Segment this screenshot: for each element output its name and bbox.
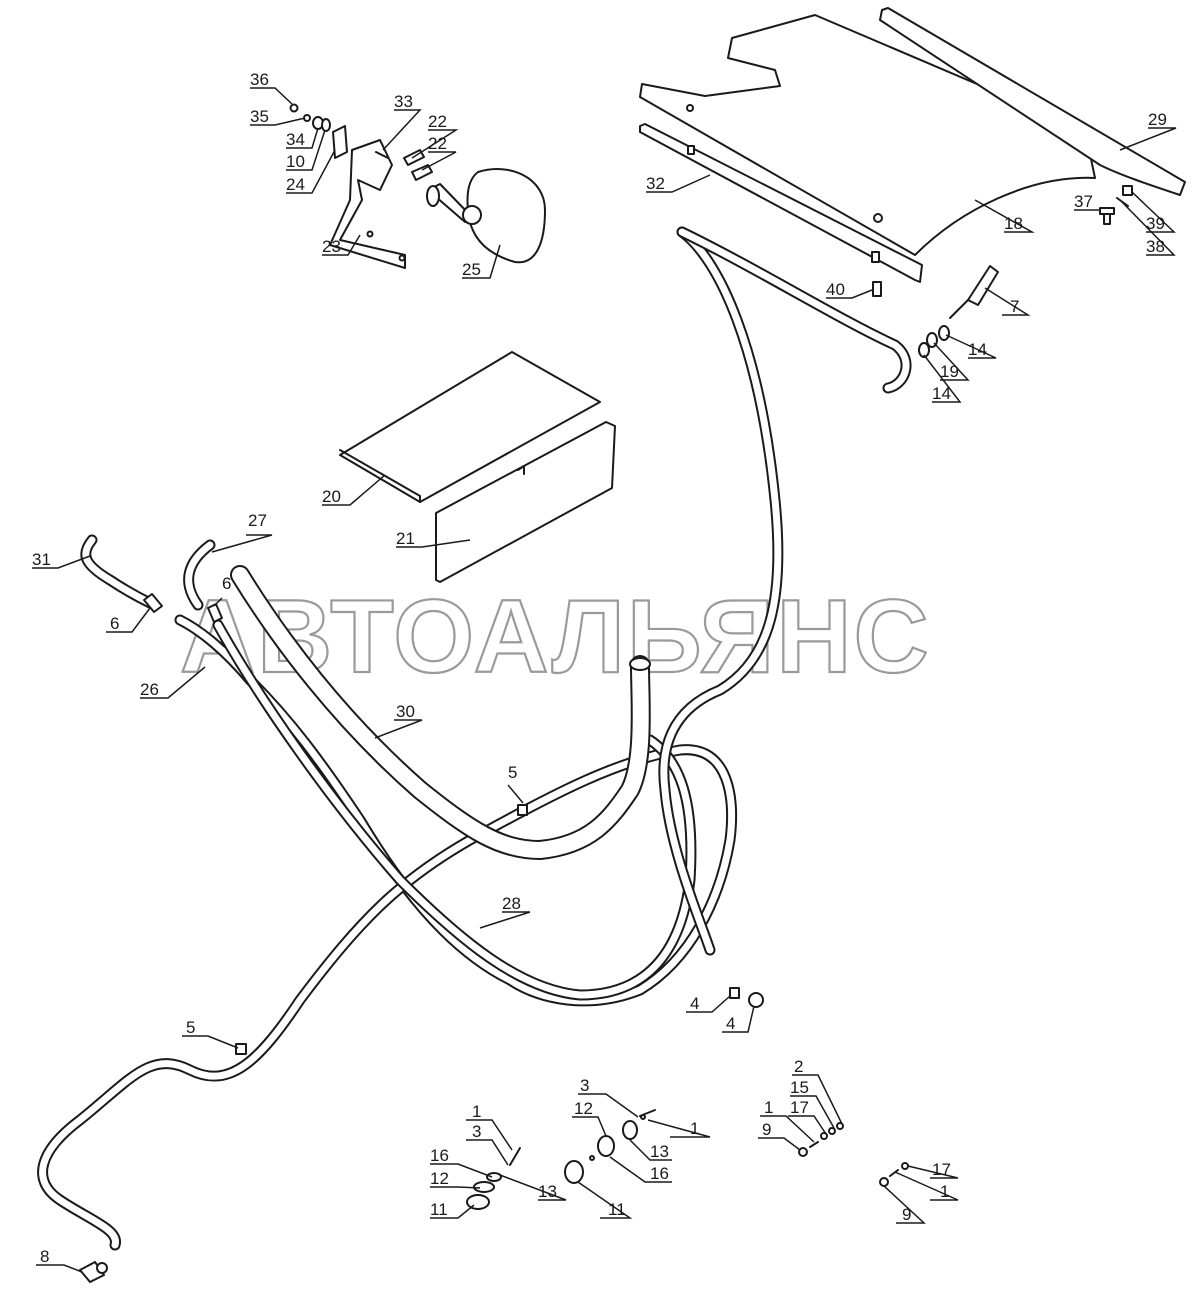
hose-31 [80,534,156,609]
label-22-a: 22 [428,112,447,131]
label-13-a: 13 [650,1142,669,1161]
label-38: 38 [1146,237,1165,256]
leader-lines [32,87,1177,1273]
part-4-parts [729,987,764,1008]
label-28: 28 [502,894,521,913]
label-9-b: 9 [902,1205,911,1224]
label-17-a: 17 [790,1098,809,1117]
label-8: 8 [40,1247,49,1266]
label-21: 21 [396,529,415,548]
part-34-36-nuts [289,103,331,132]
part-21-panel [435,421,616,583]
label-15: 15 [790,1078,809,1097]
label-3-a: 3 [580,1076,589,1095]
label-27: 27 [248,511,267,530]
label-16-b: 16 [430,1146,449,1165]
label-29: 29 [1148,110,1167,129]
label-2: 2 [794,1057,803,1076]
label-4-b: 4 [726,1014,735,1033]
part-37-bolt [1099,207,1115,225]
label-1-d: 1 [940,1182,949,1201]
label-20: 20 [322,487,341,506]
part-23-arm [329,139,406,269]
label-24: 24 [286,175,305,194]
part-24-bracket-plate [332,125,348,159]
part-33-bolt [375,151,389,159]
part-14-19-nuts [918,325,950,358]
label-3-b: 3 [472,1122,481,1141]
label-25: 25 [462,260,481,279]
label-5-b: 5 [186,1018,195,1037]
part-20-panel [339,351,601,503]
part-8-valve [79,1261,108,1283]
part-18-panel [639,14,1096,256]
label-39: 39 [1146,214,1165,233]
fastener-group-mid [564,1109,656,1184]
callout-labels: 36 35 34 10 24 33 22 22 23 25 29 32 18 3… [32,70,1167,1266]
label-18: 18 [1004,214,1023,233]
part-29-strip [879,7,1186,196]
part-6-connector-a [143,593,163,613]
hose-28 [37,614,737,1251]
part-38-39 [1116,185,1133,207]
part-25-mirror [426,168,546,264]
label-32: 32 [646,174,665,193]
label-17-b: 17 [932,1160,951,1179]
label-35: 35 [250,107,269,126]
label-11-a: 11 [608,1200,626,1219]
label-6-b: 6 [110,614,119,633]
label-37: 37 [1074,192,1093,211]
hose-30 [230,565,651,860]
label-33: 33 [394,92,413,111]
label-26: 26 [140,680,159,699]
part-32-rail [639,123,923,283]
label-31: 31 [32,550,51,569]
label-4-a: 4 [690,994,699,1013]
fastener-group-left [466,1147,521,1210]
label-1-b: 1 [472,1102,481,1121]
label-5-a: 5 [508,763,517,782]
label-6-a: 6 [222,574,231,593]
part-5-clip-a [517,804,528,816]
label-1-c: 1 [764,1098,773,1117]
label-22-b: 22 [428,134,447,153]
label-1-a: 1 [690,1119,699,1138]
label-16-a: 16 [650,1164,669,1183]
label-14-a: 14 [968,340,987,359]
label-12-a: 12 [574,1099,593,1118]
label-11-b: 11 [430,1200,448,1219]
fastener-group-right [798,1122,909,1187]
label-34: 34 [286,130,305,149]
label-9-a: 9 [762,1120,771,1139]
hose-27 [183,539,216,611]
label-19: 19 [940,362,959,381]
part-5-clip-b [235,1043,247,1055]
cable-washer [658,226,912,956]
label-30: 30 [396,702,415,721]
part-7-nozzle [949,265,999,319]
label-10: 10 [286,152,305,171]
label-7: 7 [1010,297,1019,316]
label-14-b: 14 [932,384,951,403]
label-40: 40 [826,280,845,299]
label-23: 23 [322,237,341,256]
hose-26 [212,619,697,1001]
label-13-b: 13 [538,1182,557,1201]
part-40-bolt [872,281,882,297]
label-36: 36 [250,70,269,89]
label-12-b: 12 [430,1169,449,1188]
part-6-connector-b [207,603,223,623]
